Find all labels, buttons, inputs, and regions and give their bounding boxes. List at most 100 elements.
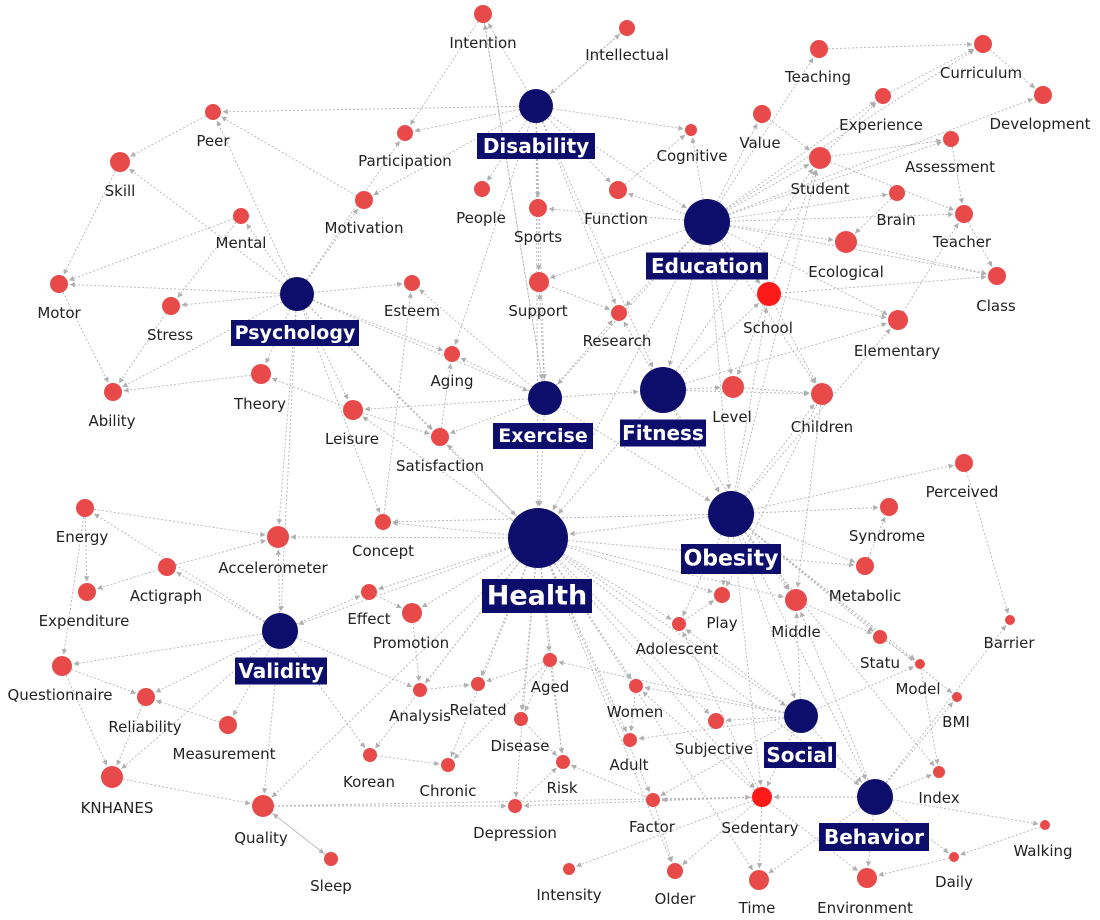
label-index: Index [918,789,959,807]
node-barrier [1005,615,1015,625]
label-disease: Disease [491,737,550,755]
label-walking: Walking [1013,842,1072,860]
edge-children-middle [795,404,822,588]
hub-label-disability: Disability [483,134,589,158]
hub-label-obesity: Obesity [684,547,779,572]
node-factor [646,793,660,807]
edge-social-behavior [812,728,862,783]
node-korean [363,748,377,762]
label-adolescent: Adolescent [636,640,719,658]
hub-node-fitness [640,367,686,413]
node-older [667,863,683,879]
label-stress: Stress [147,326,193,344]
label-esteem: Esteem [384,302,440,320]
label-intellectual: Intellectual [585,46,669,64]
hub-label-box-education [646,252,768,280]
edge-education-obesity [708,244,732,490]
label-metabolic: Metabolic [829,587,902,605]
edge-validity-questionnaire [73,633,263,666]
edge-aged-chronic [453,664,546,759]
edge-fitness-level [685,385,721,391]
node-daily [949,852,959,862]
hub-node-behavior [857,779,893,815]
edge-obesity-elementary [745,328,891,497]
edge-social-women [644,685,785,714]
node-promotion [402,603,422,623]
node-expenditure [78,583,96,601]
edge-fitness-children [685,390,810,397]
label-level: Level [712,408,752,426]
hub-label-box-psychology [231,320,359,346]
edge-psychology-esteem [313,281,403,293]
edge-validity-effect [296,595,361,625]
hub-label-box-health [482,579,592,613]
node-index [933,766,945,778]
label-analysis: Analysis [389,707,451,725]
label-support: Support [508,302,567,320]
node-chronic [441,758,455,772]
node-motor [50,275,68,293]
node-assessment [943,131,959,147]
node-student [809,147,831,169]
label-teaching: Teaching [784,68,851,86]
edge-energy-accelerometer [93,508,266,538]
edge-behavior-barrier [885,625,1007,783]
label-aging: Aging [431,372,474,390]
edge-psychology-exercise [312,300,528,392]
node-knhanes [101,766,123,788]
edge-sedentary-intensity [575,800,753,868]
label-leisure: Leisure [325,430,379,448]
node-actigraph [158,558,176,576]
node-participation [397,125,413,141]
edge-elementary-teacher [902,222,959,312]
edge-disability-intention [488,23,528,92]
node-concept [375,514,391,530]
edge-psychology-mental [246,223,288,281]
hub-node-disability [519,89,553,123]
edge-exercise-leisure [364,398,529,412]
edge-psychology-stress [181,295,281,308]
edge-intention-exercise [483,22,544,380]
label-curriculum: Curriculum [940,64,1022,82]
label-women: Women [607,703,663,721]
edge-model-index [920,668,940,765]
hub-node-social [784,699,818,733]
edge-validity-energy [93,513,266,622]
label-concept: Concept [352,542,414,560]
node-subjective [708,713,724,729]
edge-education-teacher [729,211,954,222]
edge-satisfaction-aging [440,363,453,429]
edge-energy-expenditure [83,516,90,582]
hub-node-education [684,199,730,245]
hub-label-box-obesity [681,544,781,574]
node-skill [110,152,130,172]
node-school [757,282,781,306]
edge-school-elementary [780,295,887,320]
label-brain: Brain [876,211,915,229]
edge-psychology-peer [216,120,291,279]
edge-skill-motor [63,170,116,275]
node-stress [162,297,180,315]
node-play [714,587,730,603]
label-depression: Depression [473,824,557,842]
edge-health-social [562,554,786,706]
node-esteem [404,275,420,291]
edge-behavior-walking [892,799,1039,826]
node-related [471,677,485,691]
node-women [629,679,643,693]
node-brain [889,185,905,201]
hub-node-validity [262,613,298,649]
edge-health-time [553,562,753,871]
label-intention: Intention [449,34,516,52]
node-depression [508,799,522,813]
edge-sedentary-adolescent [682,631,759,789]
label-intensity: Intensity [536,886,601,904]
edge-health-leisure [362,416,514,522]
node-curriculum [974,35,992,53]
node-class [988,267,1006,285]
label-barrier: Barrier [983,634,1035,652]
edge-health-older [548,565,672,863]
node-adult [623,733,637,747]
edge-health-validity [298,547,510,626]
